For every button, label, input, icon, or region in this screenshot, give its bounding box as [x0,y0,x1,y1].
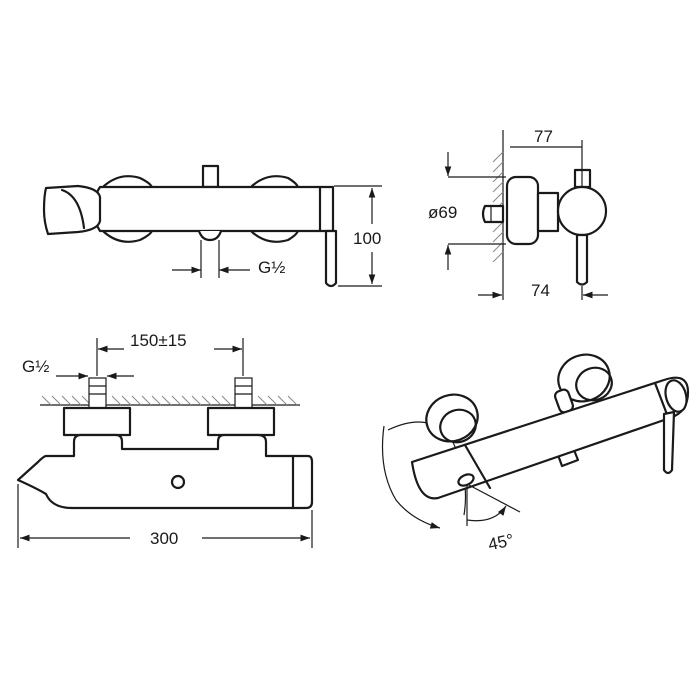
diameter-69-label: ø69 [428,203,457,222]
front-view: 150±15 G½ 300 [16,331,314,548]
depth-77-label: 77 [534,127,553,146]
angle-label: 45° [486,530,515,554]
inlet-front-label: G½ [22,357,49,376]
top-view: G½ 100 [42,164,382,288]
depth-74-label: 74 [531,281,550,300]
isometric-view: 45° [381,353,690,554]
spacing-label: 150±15 [130,331,187,350]
height-100-label: 100 [353,229,381,248]
side-view: 77 ø69 74 [428,127,608,300]
width-300-label: 300 [150,529,178,548]
inlet-top-label: G½ [258,258,285,277]
